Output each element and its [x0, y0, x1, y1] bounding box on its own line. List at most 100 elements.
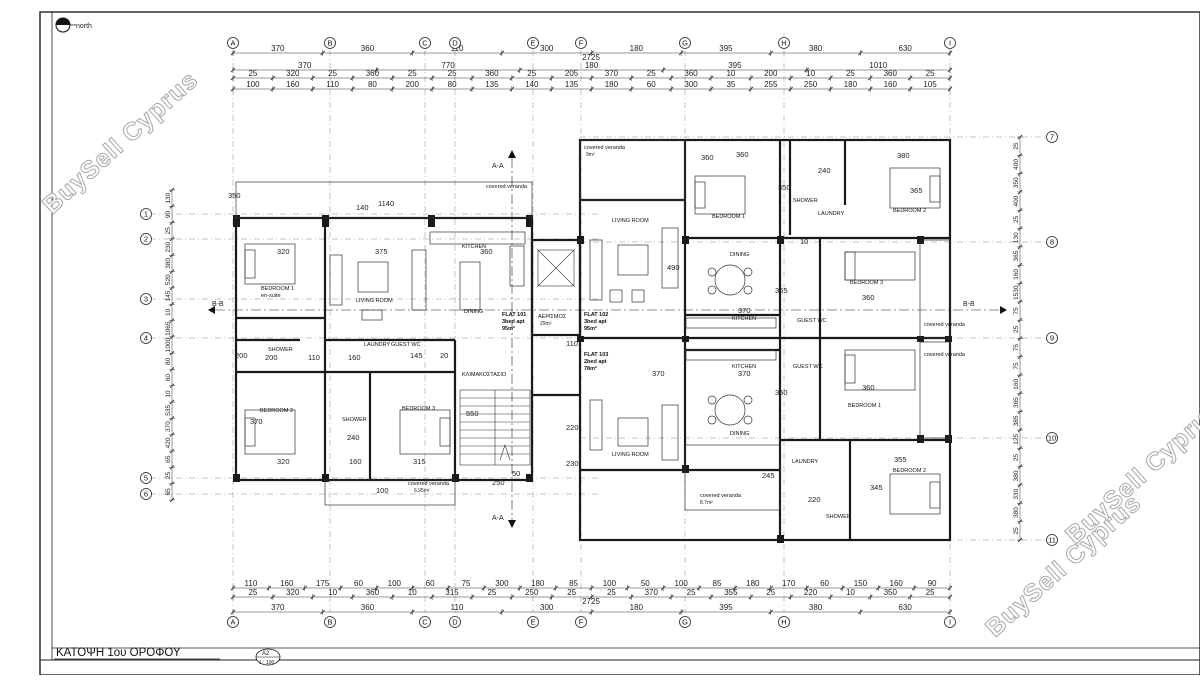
dimension-text-left: 10: [165, 390, 172, 398]
room-dimension-text: 365: [775, 286, 788, 295]
grid-bubble-left-6: 6: [140, 488, 152, 500]
dimension-text: 135: [485, 80, 499, 89]
dimension-text: 250: [804, 80, 818, 89]
svg-text:78m²: 78m²: [584, 365, 597, 372]
section-label-aa-bottom: A-A: [492, 515, 504, 522]
area-label: 8.7m²: [700, 500, 713, 506]
dimension-text: 60: [354, 579, 363, 588]
svg-text:G: G: [682, 39, 688, 48]
room-label: GUEST WC: [391, 342, 421, 348]
svg-text:A: A: [230, 618, 235, 627]
room-label: GUEST WC: [797, 318, 827, 324]
dimension-text-left: 420: [165, 437, 172, 448]
room-label: BEDROOM 3: [402, 406, 435, 412]
grid-bubble-bottom-B: B: [324, 616, 336, 628]
dimension-text: 25: [607, 588, 616, 597]
dimension-text: 395: [728, 61, 742, 70]
dimension-text-left: 25: [165, 227, 172, 235]
dimension-text: 300: [540, 44, 554, 53]
dimension-text-right: 365: [1013, 397, 1020, 408]
dimension-text-right: 400: [1013, 159, 1020, 170]
grid-bubble-right-9: 9: [1046, 332, 1058, 344]
dimension-text: 25: [248, 588, 257, 597]
flat-tag-102: FLAT 102 3bed apt 95m²: [584, 312, 608, 332]
room-label: SHOWER: [793, 198, 818, 204]
svg-text:1: 1: [144, 210, 148, 219]
grid-bubble-bottom-I: I: [944, 616, 956, 628]
section-label-bb-right: B-B: [963, 301, 975, 308]
grid-bubble-right-11: 11: [1046, 534, 1058, 546]
dimension-text: 100: [388, 579, 402, 588]
dimension-text: 90: [928, 579, 937, 588]
room-label: DINING: [730, 431, 749, 437]
room-dimension-text: 200: [235, 351, 248, 360]
grid-bubble-top-E: E: [527, 37, 539, 49]
dimension-text-right: 75: [1013, 307, 1020, 315]
svg-text:2: 2: [144, 235, 148, 244]
section-lines: [215, 158, 1000, 520]
dimension-text-left: 130: [165, 192, 172, 203]
dimension-text-left: 1065: [165, 321, 172, 336]
dimension-text: 150: [854, 579, 868, 588]
svg-text:FLAT 103: FLAT 103: [584, 352, 608, 358]
sheet-scale: 1 : 100: [259, 660, 275, 666]
dimension-text: 35: [726, 80, 735, 89]
room-label: covered veranda: [408, 481, 450, 487]
svg-text:E: E: [530, 618, 535, 627]
room-dimension-text: 360: [480, 247, 493, 256]
area-label: 6.95m²: [414, 488, 430, 494]
area-label: 29m²: [540, 321, 552, 327]
dimension-text: 300: [684, 80, 698, 89]
grid-bubble-bottom-F: F: [575, 616, 587, 628]
room-dimension-text: 220: [808, 495, 821, 504]
dimension-text: 200: [406, 80, 420, 89]
dimension-text-right: 25: [1013, 142, 1020, 150]
dimension-lines: [169, 50, 1023, 615]
svg-text:7: 7: [1050, 133, 1054, 142]
dimension-text-right: 385: [1013, 415, 1020, 426]
watermark-bottom: BuySell Cyprus: [980, 489, 1146, 643]
dimension-text: 1010: [869, 61, 887, 70]
room-dimension-text: 370: [738, 369, 751, 378]
svg-text:95m²: 95m²: [502, 325, 515, 332]
dimension-text-left: 230: [165, 241, 172, 252]
dimension-text-left: 1000: [165, 337, 172, 352]
room-dimension-text: 145: [410, 351, 423, 360]
grid-bubble-top-C: C: [419, 37, 431, 49]
dimension-text: 110: [326, 80, 339, 89]
room-label: covered veranda: [700, 493, 742, 499]
dimension-text-right: 130: [1013, 232, 1020, 243]
sheet-number: A2: [262, 651, 270, 657]
room-label: BEDROOM 2: [260, 408, 293, 414]
dimension-text-left: 535: [165, 404, 172, 415]
svg-text:3: 3: [144, 295, 148, 304]
north-arrow-icon: [55, 17, 76, 33]
dimension-text: 205: [565, 69, 579, 78]
dimension-text: 380: [809, 44, 823, 53]
room-label: DINING: [730, 252, 749, 258]
room-label: covered veranda: [924, 322, 966, 328]
dimension-text: 50: [641, 579, 650, 588]
dimension-text: 300: [495, 579, 509, 588]
dimension-text: 630: [899, 603, 913, 612]
room-dimension-text: 320: [277, 457, 290, 466]
svg-text:F: F: [579, 39, 584, 48]
dimension-text: 80: [448, 80, 457, 89]
room-dimension-text: 110: [308, 353, 320, 362]
room-label: KITCHEN: [732, 364, 756, 370]
dimension-text-right: 1530: [1013, 285, 1020, 300]
dimension-text: 25: [408, 69, 417, 78]
room-dimension-text: 240: [347, 433, 360, 442]
dimension-text: 110: [451, 603, 464, 612]
dimension-text-left: 380: [165, 258, 172, 269]
room-label: ΚΛΙΜΑΚΟΣΤΑΣΙΟ: [462, 372, 507, 378]
staircase: [459, 249, 575, 466]
grid-bubble-top-B: B: [324, 37, 336, 49]
room-label: BEDROOM 3: [850, 280, 883, 286]
room-label: LAUNDRY: [364, 342, 391, 348]
grid-bubble-left-5: 5: [140, 472, 152, 484]
grid-bubble-bottom-H: H: [778, 616, 790, 628]
dimension-text: 370: [298, 61, 312, 70]
dimension-text: 25: [448, 69, 457, 78]
dimension-text-left: 145: [165, 290, 172, 301]
